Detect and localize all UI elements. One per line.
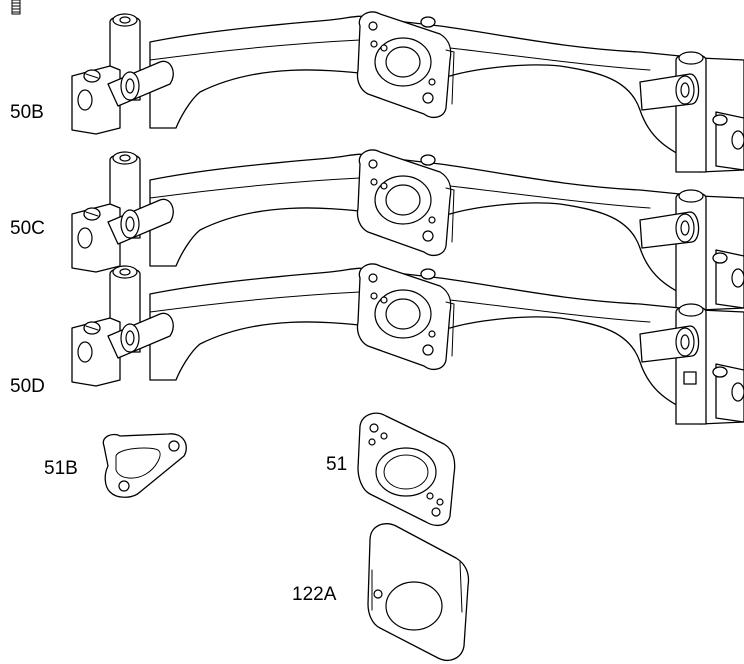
manifold-50b-drawing[interactable] bbox=[71, 11, 744, 173]
label-122a: 122A bbox=[292, 584, 337, 605]
label-50d: 50D bbox=[10, 376, 45, 397]
label-50b: 50B bbox=[10, 102, 44, 123]
label-50c: 50C bbox=[10, 218, 45, 239]
gasket-51-drawing[interactable] bbox=[357, 412, 456, 527]
label-51: 51 bbox=[326, 454, 347, 475]
manifold-50d-drawing[interactable] bbox=[71, 263, 744, 425]
spring-icon bbox=[11, 0, 21, 15]
spacer-122a-drawing[interactable] bbox=[367, 523, 470, 661]
gasket-51b-drawing[interactable] bbox=[102, 433, 187, 498]
label-51b: 51B bbox=[44, 458, 78, 479]
